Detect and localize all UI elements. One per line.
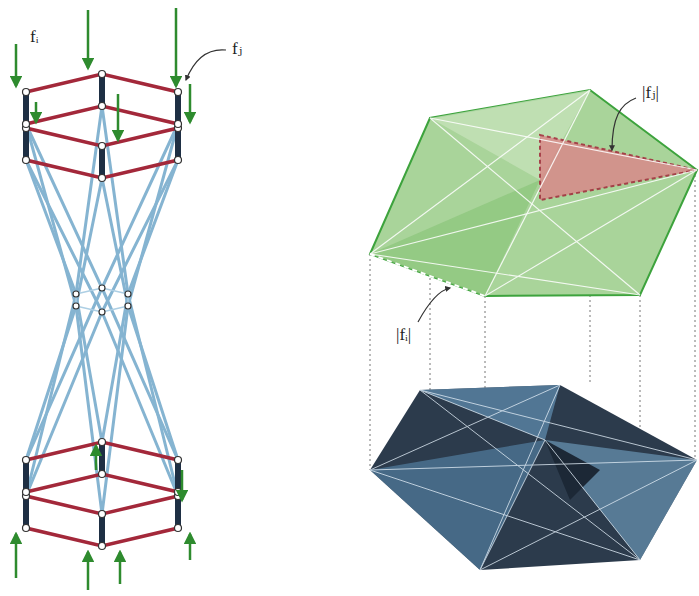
struts	[26, 74, 178, 546]
force-label: |fⱼ|	[642, 84, 659, 101]
force-label: |fᵢ|	[396, 326, 411, 343]
rings	[26, 74, 178, 546]
cables	[26, 106, 178, 514]
joints	[23, 71, 182, 550]
force-label: fᵢ	[30, 28, 38, 45]
force-label: fⱼ	[232, 40, 242, 57]
polyhedron	[370, 385, 697, 570]
force-polyhedron	[370, 90, 697, 296]
leader-line	[418, 288, 450, 322]
leader-line	[612, 98, 636, 150]
load-arrows	[16, 8, 190, 590]
leader-line	[186, 50, 226, 80]
